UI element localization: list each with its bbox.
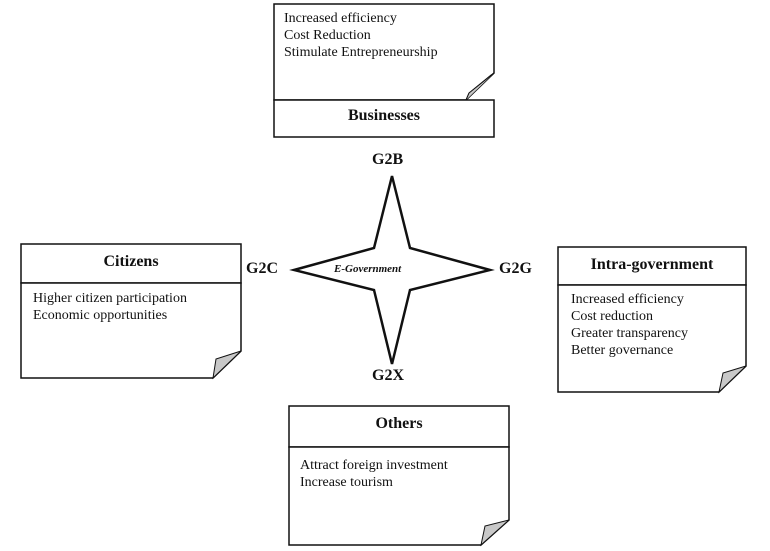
star-shape — [289, 175, 495, 365]
intra-item-1: Increased efficiency — [571, 292, 684, 307]
arm-label-bottom: G2X — [372, 367, 404, 384]
businesses-note-frame — [273, 3, 495, 138]
citizens-note: Citizens Higher citizen participation Ec… — [20, 243, 242, 380]
citizens-item-2: Economic opportunities — [33, 308, 168, 323]
intra-government-note: Intra-government Increased efficiency Co… — [557, 246, 747, 394]
businesses-title: Businesses — [347, 107, 421, 124]
intra-item-4: Better governance — [571, 343, 674, 358]
others-note-frame — [288, 405, 510, 547]
businesses-item-3: Stimulate Entrepreneurship — [284, 45, 438, 60]
arm-label-top: G2B — [372, 151, 404, 168]
businesses-note: Increased efficiency Cost Reduction Stim… — [273, 3, 495, 138]
intra-government-note-frame — [557, 246, 747, 394]
others-item-2: Increase tourism — [300, 475, 393, 490]
businesses-item-1: Increased efficiency — [284, 11, 397, 26]
others-title: Others — [375, 415, 423, 432]
businesses-item-2: Cost Reduction — [284, 28, 371, 43]
others-note: Others Attract foreign investment Increa… — [288, 405, 510, 547]
arm-label-right: G2G — [499, 260, 532, 277]
center-label: E-Government — [334, 263, 402, 275]
citizens-title: Citizens — [103, 253, 159, 270]
intra-item-2: Cost reduction — [571, 309, 654, 324]
arm-label-left: G2C — [246, 260, 278, 277]
citizens-item-1: Higher citizen participation — [33, 291, 187, 306]
intra-item-3: Greater transparency — [571, 326, 688, 341]
citizens-note-frame — [20, 243, 242, 380]
intra-government-title: Intra-government — [590, 256, 714, 273]
others-item-1: Attract foreign investment — [300, 458, 448, 473]
